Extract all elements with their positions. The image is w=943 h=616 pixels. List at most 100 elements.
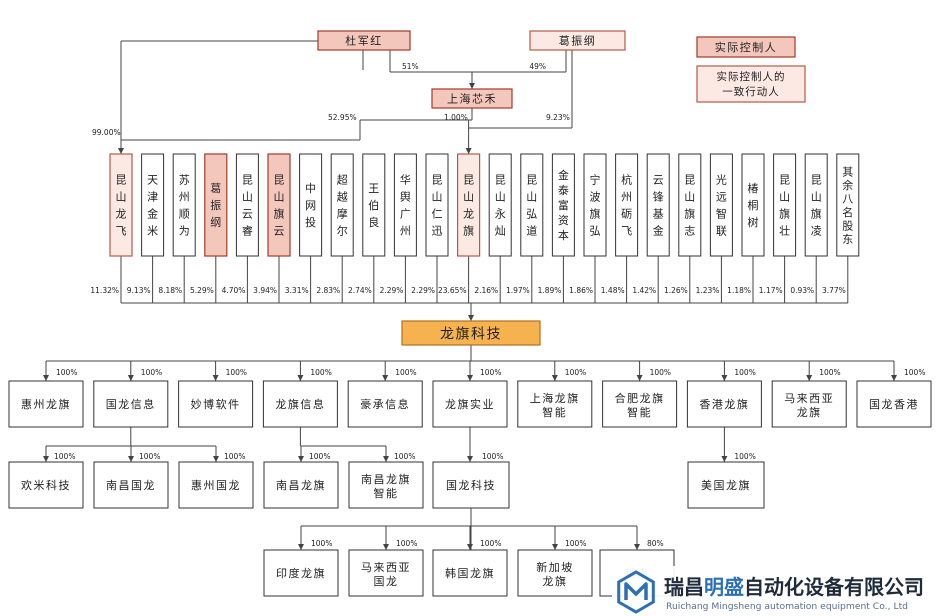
subsidiary-pct-4: 100% [395,368,416,377]
subsidiary-8-box [686,380,762,428]
guolong-tech-child-pct-2: 100% [480,539,501,548]
guolong-tech-child-2-box [432,549,508,597]
shiye-child-pct: 100% [482,452,503,461]
shareholder-pct-7: 2.83% [316,286,340,295]
longqi-info-child-0-label: 南昌龙旗 [276,478,326,492]
longqi-info-child-1-box [348,461,424,509]
shareholder-4-box [235,153,259,257]
arrow-head [465,148,472,154]
subsidiary-5-box [432,380,508,428]
subsidiary-pct-3: 100% [310,368,331,377]
subsidiary-0-box [8,380,84,428]
subsidiary-pct-6: 100% [565,368,586,377]
guolong-tech-child-1-label-line1: 马来西亚 [361,561,411,574]
subsidiary-9-label-line2: 龙旗 [797,405,822,419]
guolong-tech-label: 国龙科技 [446,478,496,492]
shareholder-pct-15: 1.86% [569,286,593,295]
legend-concert-line2: 一致行动人 [722,85,780,98]
shareholder-pct-14: 1.89% [538,286,562,295]
shareholder-0-box [109,153,133,257]
guolong-child-pct-1: 100% [139,452,160,461]
arrow-head [298,544,304,550]
arrow-head [118,148,124,154]
guolong-tech-child-0-label: 印度龙旗 [276,566,326,580]
shareholder-pct-0: 11.32% [90,286,119,295]
subsidiary-9-label-line1: 马来西亚 [784,392,834,405]
shareholder-15-box [583,153,607,257]
shareholder-1-label: 天津金米 [147,174,158,238]
hk-child-pct: 100% [734,452,755,461]
subsidiary-7-label-line1: 合肥龙旗 [615,391,665,405]
shareholder-pct-17: 1.42% [632,286,656,295]
shareholder-4-label: 昆山云睿 [242,174,253,238]
shareholder-8-label: 王伯良 [368,182,379,229]
shareholder-5-label: 昆山旗云 [274,174,285,238]
shareholder-2-label: 苏州顺为 [179,174,190,238]
shareholder-pct-8: 2.74% [348,286,372,295]
arrow-head [806,375,813,381]
arrow-head [382,375,389,381]
shareholder-20-label: 椿桐树 [748,182,759,229]
guolong-tech-child-0-box [263,549,339,597]
subsidiary-6-label-line2: 智能 [542,405,567,419]
shareholder-12-label: 昆山永灿 [495,174,506,238]
shareholder-pct-13: 1.97% [506,286,530,295]
arrow-head [469,83,475,89]
guolong-tech-child-1-box [348,549,424,597]
shareholder-11-box [457,153,481,257]
controller-ge-zhengang-label: 葛振纲 [559,34,597,48]
arrow-head [721,456,728,462]
guolong-tech-child-pct-3: 100% [565,539,586,548]
shareholder-19-label: 光远智联 [716,173,727,238]
watermark-name-prefix: 瑞昌 [664,575,704,599]
shareholder-7-box [330,153,354,257]
subsidiary-5-label: 龙旗实业 [445,397,495,411]
shareholder-18-box [678,153,702,257]
guolong-child-2-label: 惠州国龙 [191,478,241,492]
shareholder-0-label: 昆山龙飞 [116,174,127,238]
shareholder-1-box [141,153,165,257]
shareholder-13-box [520,153,544,257]
longqi-info-child-0-box [263,461,339,509]
longqi-info-child-pct-0: 100% [309,452,330,461]
arrow-head [634,544,640,550]
arrow-head [212,375,219,381]
arrow-head [213,456,219,462]
shareholder-3-box [204,153,228,257]
shareholder-23-label: 其余八名股东 [842,165,853,246]
shareholder-19-box [709,153,733,257]
shareholder-22-label: 昆山旗凌 [811,174,822,238]
logo-hexagon-icon [617,570,655,614]
shareholder-15-label: 宁波旗弘 [590,173,601,238]
arrow-head [891,375,897,381]
pct-ge-to-kunshan-longqi: 9.23% [546,113,570,122]
subsidiary-3-box [262,380,338,428]
shareholder-7-label: 超越摩尔 [337,173,348,238]
subsidiary-2-label: 妙博软件 [191,397,241,411]
guolong-tech-child-3-box [517,549,593,597]
shareholder-pct-12: 2.16% [474,286,498,295]
company-longqi-tech-label: 龙旗科技 [440,326,502,342]
shareholder-14-box [551,153,575,257]
legend-concert-box [696,65,806,103]
shareholder-pct-20: 1.18% [727,286,751,295]
shareholder-pct-21: 1.17% [759,286,783,295]
subsidiary-pct-10: 100% [904,368,925,377]
guolong-tech-child-3-label-line2: 龙旗 [543,574,568,588]
shanghai-xinhe-label: 上海芯禾 [447,92,497,106]
guolong-tech-child-3-label-line1: 新加坡 [536,560,574,574]
guolong-tech-box [432,461,510,509]
subsidiary-pct-1: 100% [141,368,162,377]
subsidiary-7-label-line2: 智能 [627,405,652,419]
arrow-head [383,544,389,550]
shareholder-pct-16: 1.48% [601,286,625,295]
shareholder-22-box [804,153,828,257]
guolong-tech-child-pct-4: 80% [647,539,664,548]
shareholder-pct-23: 3.77% [822,286,846,295]
subsidiary-1-label: 国龙信息 [106,397,156,411]
pct-du-to-shanghai: 51% [402,62,419,71]
subsidiary-pct-8: 100% [734,368,755,377]
arrow-head [467,456,473,462]
shareholder-23-box [836,153,860,257]
